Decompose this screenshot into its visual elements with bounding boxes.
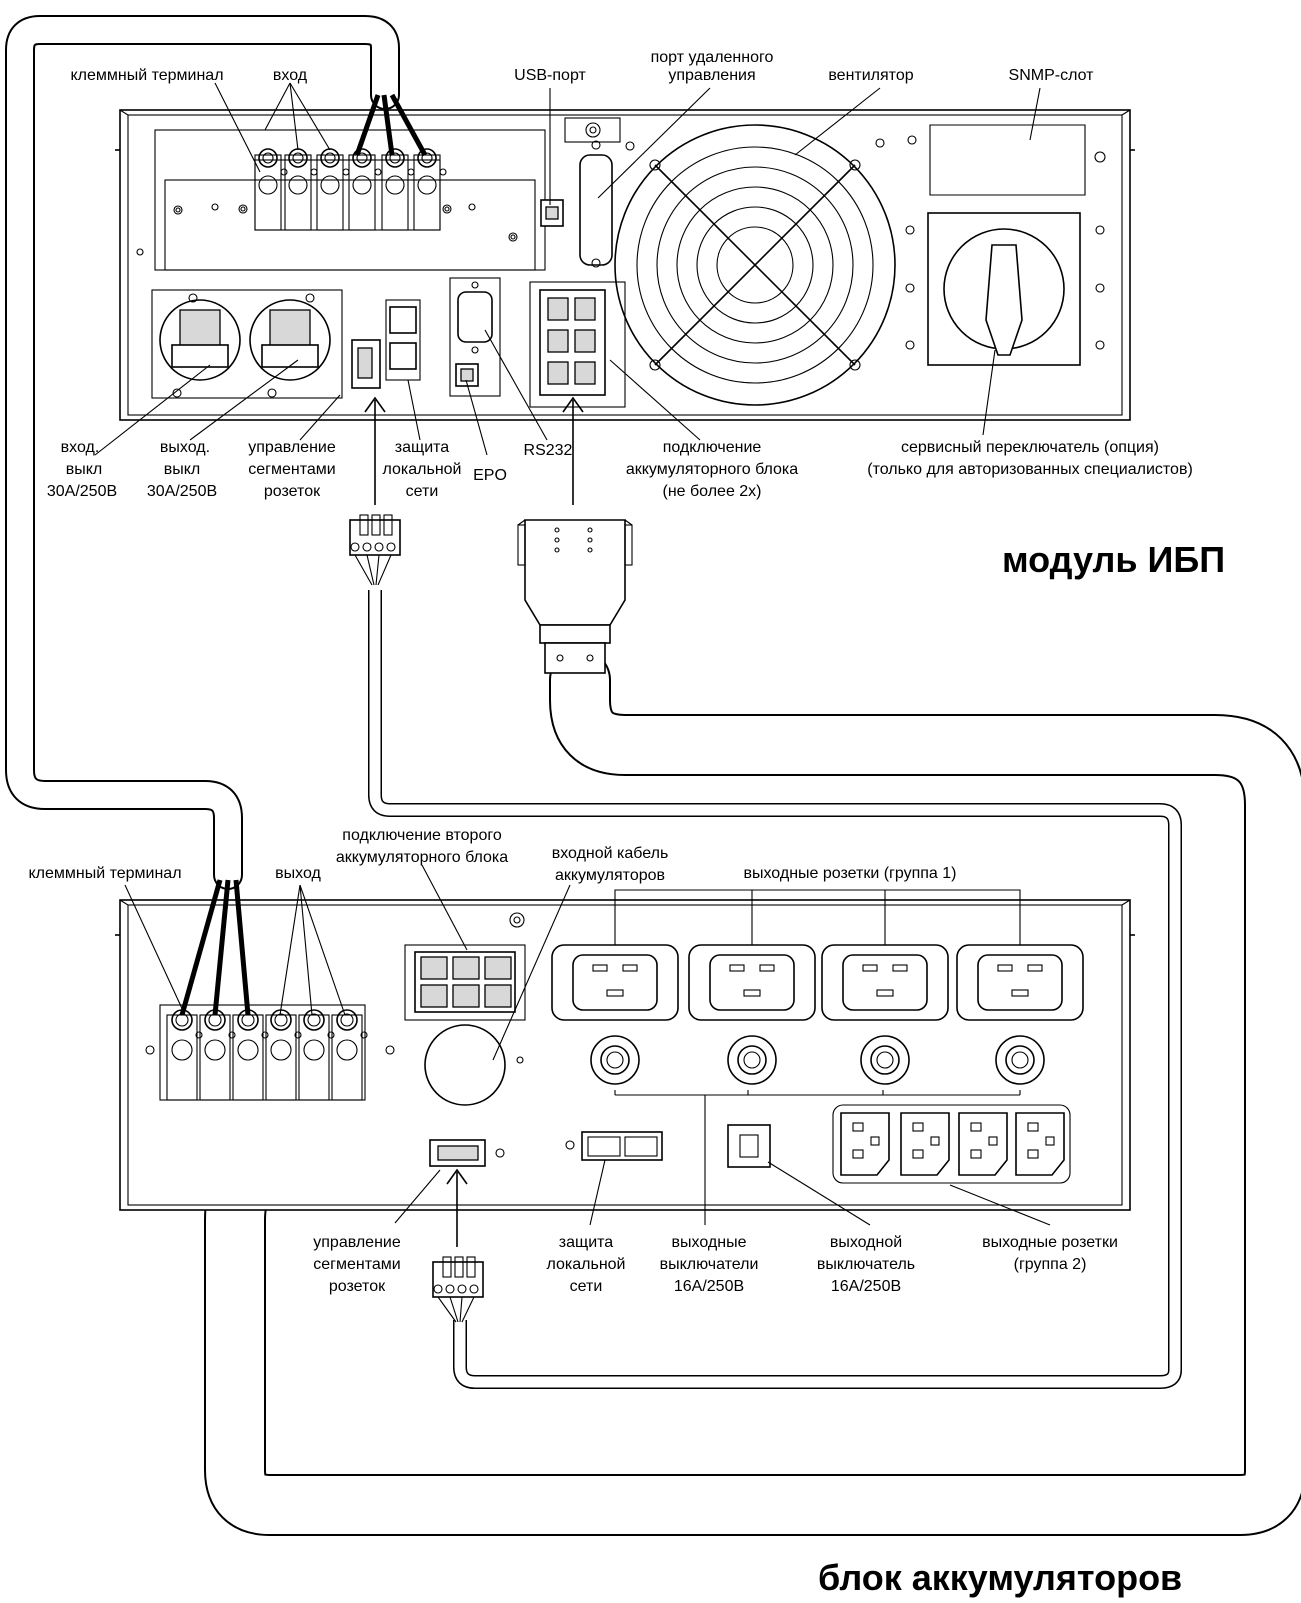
callout-lines bbox=[94, 82, 1051, 1226]
ups-out-breaker-label-2: выкл bbox=[164, 461, 201, 478]
battery-second-label-2: аккумуляторного блока bbox=[336, 849, 508, 866]
battery-breakers-label-3: 16А/250В bbox=[674, 1278, 744, 1295]
ups-battery-label-3: (не более 2х) bbox=[662, 483, 761, 500]
ups-rs232-label: RS232 bbox=[524, 442, 573, 459]
battery-second-pack-connector[interactable] bbox=[404, 944, 526, 1021]
battery-lan-label-2: локальной bbox=[546, 1256, 625, 1273]
battery-breakers-label-2: выключатели bbox=[660, 1256, 759, 1273]
battery-cable-label-2: аккумуляторов bbox=[555, 867, 665, 884]
ups-segment-control-port[interactable] bbox=[351, 339, 381, 389]
battery-cable-inlet bbox=[424, 1024, 506, 1106]
outlet-breaker[interactable] bbox=[727, 1035, 777, 1085]
ups-rs232-port[interactable] bbox=[449, 277, 501, 397]
battery-output-breaker[interactable] bbox=[727, 1124, 771, 1168]
battery-terminal-label: клеммный терминал bbox=[28, 865, 181, 882]
ups-in-breaker-label-3: 30А/250В bbox=[47, 483, 117, 500]
battery-outlet-group-2 bbox=[832, 1104, 1071, 1184]
battery-lan-label-3: сети bbox=[570, 1278, 603, 1295]
battery-segment-plug bbox=[432, 1256, 484, 1323]
battery-breakers-label-1: выходные bbox=[672, 1234, 747, 1251]
battery-outlet-group-1 bbox=[551, 944, 1084, 1085]
ups-battery-plug bbox=[517, 519, 633, 674]
battery-segment-label-3: розеток bbox=[329, 1278, 386, 1295]
ups-service-label-2: (только для авторизованных специалистов) bbox=[867, 461, 1193, 478]
outlet-breaker[interactable] bbox=[995, 1035, 1045, 1085]
ups-battery-label-1: подключение bbox=[663, 439, 762, 456]
c19-outlet[interactable] bbox=[551, 944, 679, 1021]
battery-cable-label-1: входной кабель bbox=[552, 845, 669, 862]
ups-out-breaker-label-3: 30А/250В bbox=[147, 483, 217, 500]
battery-segment-label-2: сегментами bbox=[313, 1256, 400, 1273]
ups-fan bbox=[614, 124, 896, 406]
battery-breaker-label-3: 16А/250В bbox=[831, 1278, 901, 1295]
battery-group1-label: выходные розетки (группа 1) bbox=[743, 865, 956, 882]
battery-terminal-wires bbox=[179, 879, 251, 1016]
outlet-breaker[interactable] bbox=[590, 1035, 640, 1085]
battery-rear-panel bbox=[115, 899, 1135, 1211]
battery-group2-label-2: (группа 2) bbox=[1014, 1256, 1087, 1273]
ups-segment-label-2: сегментами bbox=[248, 461, 335, 478]
c13-outlet[interactable] bbox=[840, 1112, 890, 1176]
ups-in-breaker-label-2: выкл bbox=[66, 461, 103, 478]
outlet-breaker[interactable] bbox=[860, 1035, 910, 1085]
ups-battery-label-2: аккумуляторного блока bbox=[626, 461, 798, 478]
battery-module-title: блок аккумуляторов bbox=[818, 1557, 1182, 1598]
terminal-post bbox=[265, 1009, 302, 1101]
terminal-post bbox=[298, 1009, 335, 1101]
c19-outlet[interactable] bbox=[688, 944, 816, 1021]
ups-labels: клеммный терминал вход USB-порт порт уда… bbox=[47, 49, 1193, 500]
ups-remote-label-2: управления bbox=[668, 67, 755, 84]
terminal-post bbox=[331, 1009, 368, 1101]
ups-fan-label: вентилятор bbox=[828, 67, 913, 84]
ups-terminal-wires bbox=[354, 93, 428, 157]
ups-input-output-breakers bbox=[151, 289, 343, 399]
ups-segment-plug bbox=[349, 514, 401, 586]
ups-service-label-1: сервисный переключатель (опция) bbox=[901, 439, 1159, 456]
ups-battery-connector[interactable] bbox=[529, 281, 626, 408]
ups-epo-port[interactable] bbox=[455, 363, 479, 387]
ups-output-breaker[interactable] bbox=[249, 299, 331, 381]
ups-terminal-label: клеммный терминал bbox=[70, 67, 223, 84]
ups-lan-label-2: локальной bbox=[382, 461, 461, 478]
battery-group2-label-1: выходные розетки bbox=[982, 1234, 1118, 1251]
ups-module-title: модуль ИБП bbox=[1002, 539, 1225, 580]
battery-terminal-block bbox=[159, 1004, 368, 1101]
terminal-post bbox=[381, 148, 415, 231]
ups-input-label: вход bbox=[273, 67, 308, 84]
ups-usb-label: USB-порт bbox=[514, 67, 586, 84]
ups-in-breaker-label-1: вход. bbox=[61, 439, 100, 456]
ups-epo-label: EPO bbox=[473, 467, 507, 484]
terminal-post bbox=[348, 148, 382, 231]
terminal-post bbox=[413, 148, 447, 231]
battery-lan-protection-ports[interactable] bbox=[565, 1131, 663, 1161]
ups-lan-label-3: сети bbox=[406, 483, 439, 500]
battery-segment-control-port[interactable] bbox=[429, 1139, 505, 1167]
c13-outlet[interactable] bbox=[1015, 1112, 1065, 1176]
terminal-post bbox=[254, 148, 288, 231]
c13-outlet[interactable] bbox=[958, 1112, 1008, 1176]
ups-remote-management-port[interactable] bbox=[579, 140, 613, 268]
ups-rear-panel bbox=[115, 109, 1135, 421]
ups-service-switch[interactable] bbox=[905, 212, 1105, 366]
ups-lan-protection-ports[interactable] bbox=[385, 299, 421, 381]
ups-snmp-label: SNMP-слот bbox=[1009, 67, 1095, 84]
battery-segment-label-1: управление bbox=[313, 1234, 401, 1251]
battery-breaker-label-1: выходной bbox=[830, 1234, 902, 1251]
battery-labels: клеммный терминал выход подключение втор… bbox=[28, 827, 1117, 1295]
ups-segment-label-1: управление bbox=[248, 439, 336, 456]
battery-second-label-1: подключение второго bbox=[342, 827, 502, 844]
ups-usb-port[interactable] bbox=[540, 199, 564, 227]
ups-input-breaker[interactable] bbox=[159, 299, 241, 381]
battery-lan-label-1: защита bbox=[559, 1234, 613, 1251]
ups-lan-label-1: защита bbox=[395, 439, 449, 456]
ups-remote-label-1: порт удаленного bbox=[651, 49, 774, 66]
ups-segment-label-3: розеток bbox=[264, 483, 321, 500]
c13-outlet[interactable] bbox=[900, 1112, 950, 1176]
battery-breaker-label-2: выключатель bbox=[817, 1256, 915, 1273]
ups-out-breaker-label-1: выход. bbox=[160, 439, 210, 456]
battery-output-label: выход bbox=[275, 865, 321, 882]
